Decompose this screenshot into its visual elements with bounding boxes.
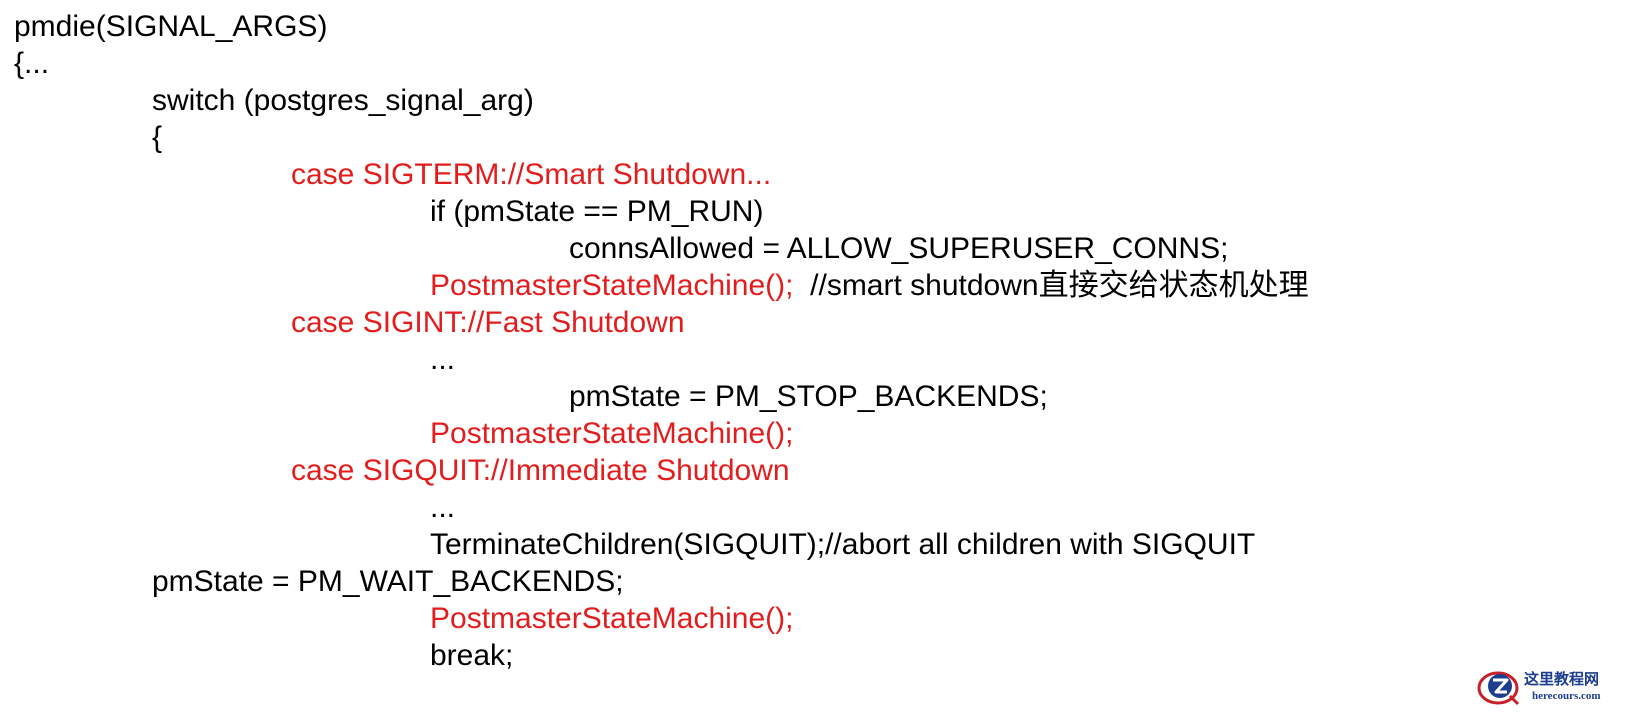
code-text: pmState = PM_WAIT_BACKENDS; [152,565,624,598]
code-text: break; [430,639,514,672]
code-line: pmdie(SIGNAL_ARGS) [14,8,327,46]
code-highlight: case SIGTERM://Smart Shutdown... [291,158,772,191]
code-text: if (pmState == PM_RUN) [430,195,764,228]
watermark-url: herecours.com [1532,690,1601,702]
code-line: PostmasterStateMachine(); //smart shutdo… [430,267,1309,305]
code-line: { [152,119,162,157]
code-line: pmState = PM_WAIT_BACKENDS; [152,563,624,601]
code-line: pmState = PM_STOP_BACKENDS; [569,378,1048,416]
code-text: ... [430,491,456,524]
code-highlight: PostmasterStateMachine(); [430,602,794,635]
watermark: 这里教程网 herecours.com [1476,666,1626,710]
code-line: break; [430,637,513,675]
code-line: TerminateChildren(SIGQUIT);//abort all c… [430,526,1255,564]
code-text: //smart shutdown直接交给状态机处理 [801,269,1309,302]
code-line: connsAllowed = ALLOW_SUPERUSER_CONNS; [569,230,1228,268]
watermark-title: 这里教程网 [1524,670,1600,688]
code-text: connsAllowed = ALLOW_SUPERUSER_CONNS; [569,232,1229,265]
code-text: pmState = PM_STOP_BACKENDS; [569,380,1048,413]
code-line: {... [14,45,49,83]
code-highlight: PostmasterStateMachine(); [430,417,794,450]
code-line: PostmasterStateMachine(); [430,415,793,453]
code-line: PostmasterStateMachine(); [430,600,793,638]
code-line: switch (postgres_signal_arg) [152,82,534,120]
code-line: ... [430,489,455,527]
code-text: ... [430,343,456,376]
code-line: ... [430,341,455,379]
code-text: pmdie(SIGNAL_ARGS) [14,10,328,43]
code-line: if (pmState == PM_RUN) [430,193,763,231]
code-text: switch (postgres_signal_arg) [152,84,534,117]
code-text: { [152,121,163,154]
code-line: case SIGINT://Fast Shutdown [291,304,685,342]
code-line: case SIGQUIT://Immediate Shutdown [291,452,790,490]
code-highlight: PostmasterStateMachine(); [430,269,802,302]
code-highlight: case SIGQUIT://Immediate Shutdown [291,454,790,487]
code-text: {... [14,47,50,80]
code-highlight: case SIGINT://Fast Shutdown [291,306,685,339]
z-logo-icon [1477,671,1520,706]
code-text: TerminateChildren(SIGQUIT);//abort all c… [430,528,1256,561]
code-line: case SIGTERM://Smart Shutdown... [291,156,771,194]
